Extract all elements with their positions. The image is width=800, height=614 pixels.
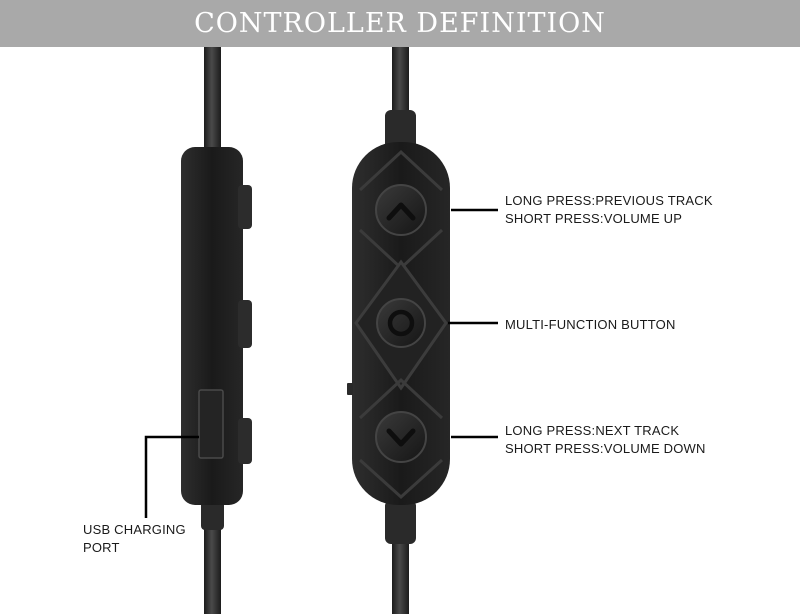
side-strain-relief-bottom (201, 500, 224, 530)
volume-down-label-line2: SHORT PRESS:VOLUME DOWN (505, 441, 706, 456)
usb-port-cover (198, 389, 224, 459)
chevron-down-icon (386, 428, 416, 447)
multi-function-label-line1: MULTI-FUNCTION BUTTON (505, 317, 676, 332)
volume-down-label: LONG PRESS:NEXT TRACK SHORT PRESS:VOLUME… (505, 422, 706, 458)
lower-ridge-lower (358, 458, 444, 500)
volume-down-button[interactable] (375, 411, 427, 463)
multi-function-label: MULTI-FUNCTION BUTTON (505, 316, 676, 334)
circle-icon (387, 309, 415, 337)
leader-line-usb-port (144, 435, 199, 518)
side-nub (347, 383, 353, 395)
side-button-middle (238, 300, 252, 348)
lower-ridge (358, 377, 444, 420)
volume-up-label-line1: LONG PRESS:PREVIOUS TRACK (505, 193, 713, 208)
volume-up-button[interactable] (375, 184, 427, 236)
volume-down-label-line1: LONG PRESS:NEXT TRACK (505, 423, 680, 438)
volume-up-label: LONG PRESS:PREVIOUS TRACK SHORT PRESS:VO… (505, 192, 713, 228)
side-button-bottom (238, 418, 252, 464)
header-banner: CONTROLLER DEFINITION (0, 0, 800, 47)
front-strain-relief-bottom (385, 500, 416, 544)
side-view-controller (181, 47, 252, 614)
usb-port-label-line1: USB CHARGING (83, 522, 186, 537)
chevron-up-icon (386, 202, 416, 221)
page-title: CONTROLLER DEFINITION (194, 8, 606, 39)
usb-port-label: USB CHARGING PORT (83, 521, 186, 557)
side-button-top (238, 185, 252, 229)
usb-port-label-line2: PORT (83, 540, 120, 555)
volume-up-label-line2: SHORT PRESS:VOLUME UP (505, 211, 683, 226)
upper-ridge (358, 149, 444, 192)
front-strain-relief-top (385, 110, 416, 150)
side-body (181, 147, 243, 505)
side-cable-top (204, 47, 221, 147)
front-view-controller (347, 47, 450, 614)
multi-function-button[interactable] (376, 298, 426, 348)
